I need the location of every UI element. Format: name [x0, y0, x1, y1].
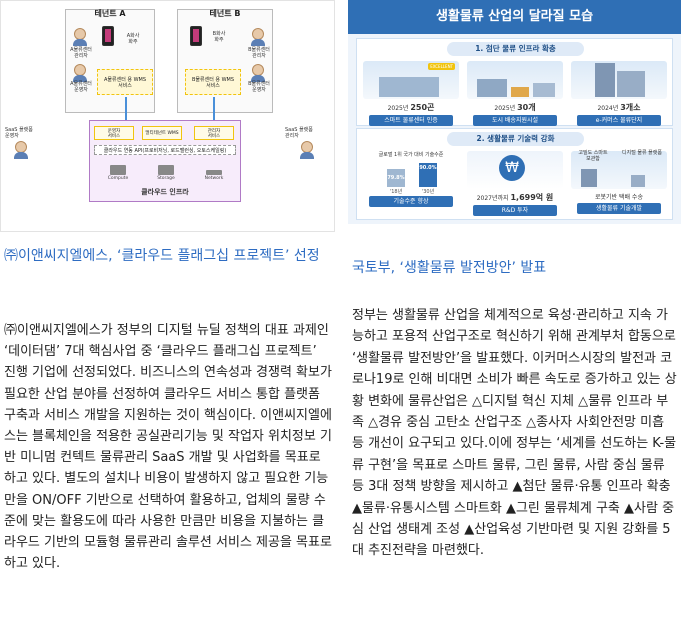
card-2-year-value: 2025년 30개	[494, 103, 536, 112]
saas-operator-label: SaaS 플랫폼 운영자	[5, 127, 33, 139]
cloud-api-bar: 클라우드 연동 API(프로비저닝, 로드밸런싱, 오토스케일링)	[94, 145, 236, 155]
smart-center-card: EXCELLENT 2025년 250곤 스마트 물류센터 인증	[363, 61, 459, 126]
infra-row: Compute Storage Network	[96, 165, 234, 185]
card-2-tag: 도시 배송지원시설	[473, 115, 557, 126]
right-headline[interactable]: 국토부, ‘생활물류 발전방안’ 발표	[352, 260, 547, 276]
section-2-heading: 2. 생활물류 기술력 강화	[447, 132, 584, 146]
operator-service-module: 운영자 서비스	[94, 126, 134, 140]
building-shape	[533, 83, 555, 97]
b-wms-service-box: B물류센터 용 WMS 서비스	[185, 69, 241, 95]
dev-tag: 생활물류 기술개발	[577, 203, 661, 214]
storage-item: Storage	[148, 165, 184, 181]
storage-icon	[158, 165, 174, 175]
tech-caption: 글로벌 1위 국가 대비 기술수준	[378, 152, 444, 158]
rnd-year-value: 2027년까지 1,699억 원	[476, 193, 554, 202]
warehouse-illustration: EXCELLENT	[363, 61, 459, 99]
bar-2030	[419, 163, 437, 187]
bar-2018	[387, 169, 405, 187]
tech-dev-illustration: 고밀도 스마트 보관함 디지털 물류 플랫폼	[571, 150, 667, 189]
person-icon	[300, 141, 314, 159]
storage-label: Storage	[157, 176, 175, 181]
card-1-year-value: 2025년 250곤	[387, 103, 435, 112]
tenant-a-title: 테넌트 A	[94, 9, 126, 18]
b-wms-label: B물류센터 용 WMS 서비스	[191, 77, 235, 89]
network-label: Network	[204, 176, 224, 181]
building-shape	[477, 79, 507, 97]
truck-shape	[511, 87, 529, 97]
tenant-b-box: 테넌트 B B물류센터 관리자 B화사 화주 B물류센터 운영자	[177, 9, 273, 113]
rnd-tag: R&D 투자	[473, 205, 557, 216]
connector-arrow	[125, 97, 127, 120]
locker-shape	[581, 169, 597, 187]
infographic-title: 생활물류 산업의 달라질 모습	[348, 0, 681, 34]
saas-manager-label: SaaS 플랫폼 관리자	[285, 127, 313, 139]
cloud-infra-label: 클라우드 인프라	[141, 188, 189, 196]
building-shape	[617, 71, 645, 97]
a-center-operator-label: A물류센터 운영자	[70, 81, 92, 93]
ecommerce-complex-illustration	[571, 61, 667, 99]
b-center-manager-label: B물류센터 관리자	[248, 47, 270, 59]
value-2018: 79.8%	[387, 175, 405, 181]
card-3-year-value: 2024년 3개소	[597, 103, 641, 112]
left-article: 테넌트 A A물류센터 관리자 A화사 화주 A물류센터 운영자 A물류센터 용…	[0, 0, 335, 571]
compute-item: Compute	[100, 165, 136, 181]
compute-label: Compute	[107, 176, 129, 181]
cloud-architecture-diagram: 테넌트 A A물류센터 관리자 A화사 화주 A물류센터 운영자 A물류센터 용…	[0, 0, 335, 232]
cloud-platform-zone: 운영자 서비스 멀티테넌트 WMS 관리자 서비스 클라우드 연동 API(프로…	[89, 120, 241, 202]
logistics-infographic: 생활물류 산업의 달라질 모습 1. 첨단 물류 인프라 확충 EXCELLEN…	[348, 0, 681, 224]
technology-section: 2. 생활물류 기술력 강화 글로벌 1위 국가 대비 기술수준 79.8% 9…	[356, 128, 673, 220]
tech-level-chart: 79.8% 90.0% '18년 '30년	[375, 161, 455, 195]
right-article: 생활물류 산업의 달라질 모습 1. 첨단 물류 인프라 확충 EXCELLEN…	[348, 0, 681, 558]
robot-shape	[631, 175, 645, 187]
person-icon	[73, 64, 87, 82]
a-wms-service-box: A물류센터 용 WMS 서비스	[97, 69, 153, 95]
person-icon	[251, 28, 265, 46]
tenant-a-box: 테넌트 A A물류센터 관리자 A화사 화주 A물류센터 운영자	[65, 9, 155, 113]
a-wms-label: A물류센터 용 WMS 서비스	[103, 77, 147, 89]
manager-service-module: 관리자 서비스	[194, 126, 234, 140]
label-2018: '18년	[389, 189, 403, 195]
section-1-heading: 1. 첨단 물류 인프라 확충	[447, 42, 584, 56]
a-center-manager-label: A물류센터 관리자	[70, 47, 92, 59]
a-owner-label: A화사 화주	[126, 33, 140, 45]
value-2030: 90.0%	[419, 165, 437, 171]
mobile-device-icon	[102, 26, 114, 46]
won-coin-icon: ₩	[499, 155, 525, 181]
dev-caption-1: 고밀도 스마트 보관함	[578, 150, 608, 162]
tech-dev-card: 고밀도 스마트 보관함 디지털 물류 플랫폼 로봇기반 택배 수송 생활물류 기…	[571, 150, 667, 214]
tech-level-card: 글로벌 1위 국가 대비 기술수준 79.8% 90.0% '18년 '30년 …	[363, 151, 459, 207]
excellent-badge: EXCELLENT	[428, 63, 455, 70]
network-icon	[206, 170, 222, 175]
person-icon	[14, 141, 28, 159]
b-center-operator-label: B물류센터 운영자	[248, 81, 270, 93]
infrastructure-section: 1. 첨단 물류 인프라 확충 EXCELLENT 2025년 250곤 스마트…	[356, 38, 673, 126]
investment-illustration: ₩	[467, 151, 563, 189]
tech-tag: 기술수준 향상	[369, 196, 453, 207]
network-item: Network	[196, 165, 232, 181]
warehouse-shape	[379, 77, 439, 97]
left-headline[interactable]: ㈜이앤씨지엘에스, ‘클라우드 플래그십 프로젝트’ 선정	[4, 248, 320, 264]
person-icon	[73, 28, 87, 46]
delivery-facility-illustration	[467, 61, 563, 99]
tower-shape	[595, 63, 615, 97]
urban-delivery-card: 2025년 30개 도시 배송지원시설	[467, 61, 563, 126]
dev-caption-3: 로봇기반 택배 수송	[595, 194, 643, 201]
dev-caption-2: 디지털 물류 플랫폼	[622, 150, 662, 156]
b-owner-label: B화사 화주	[212, 31, 226, 43]
person-icon	[251, 64, 265, 82]
mobile-device-icon	[190, 26, 202, 46]
ecommerce-complex-card: 2024년 3개소 e-커머스 물류단지	[571, 61, 667, 126]
tenant-b-title: 테넌트 B	[209, 9, 241, 18]
multitenant-wms-module: 멀티테넌트 WMS	[142, 126, 182, 140]
right-body-text: 정부는 생활물류 산업을 체계적으로 육성·관리하고 지속 가능하고 포용적 산…	[352, 308, 677, 559]
card-1-tag: 스마트 물류센터 인증	[369, 115, 453, 126]
server-icon	[110, 165, 126, 175]
rnd-card: ₩ 2027년까지 1,699억 원 R&D 투자	[467, 151, 563, 216]
label-2030: '30년	[421, 189, 435, 195]
card-3-tag: e-커머스 물류단지	[577, 115, 661, 126]
left-body-text: ㈜이앤씨지엘에스가 정부의 디지털 뉴딜 정책의 대표 과제인 ‘데이터댐’ 7…	[4, 323, 332, 572]
connector-arrow	[213, 97, 215, 120]
